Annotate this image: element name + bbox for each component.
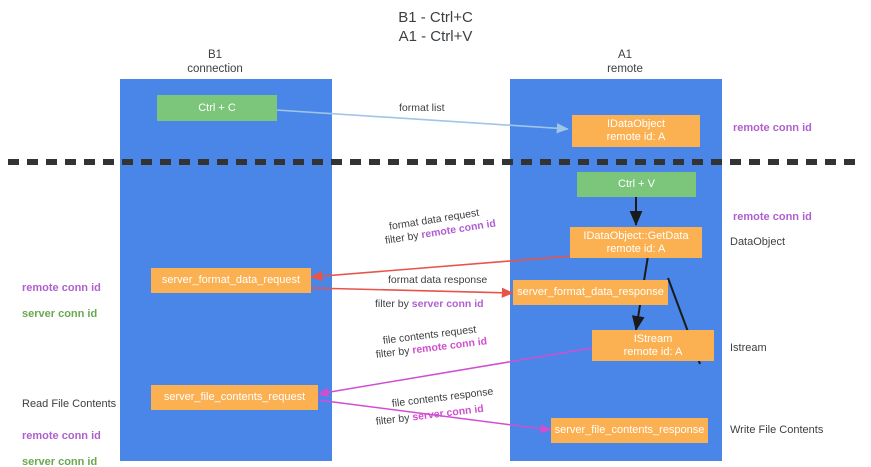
edge-label-format-data-response: format data response bbox=[388, 274, 488, 286]
annotation-left-bottom-remote-conn-id: remote conn id bbox=[22, 430, 101, 442]
filter-prefix: filter by bbox=[375, 411, 414, 428]
annotation-istream: Istream bbox=[730, 342, 767, 354]
node-server-file-contents-response[interactable]: server_file_contents_response bbox=[551, 418, 708, 443]
edge-label-format-data-response-filter: filter by server conn id bbox=[375, 297, 484, 312]
annotation-left-read-file-contents-group: Read File Contents remote conn id server… bbox=[22, 385, 116, 467]
annotation-read-file-contents: Read File Contents bbox=[22, 398, 117, 410]
annotation-remote-conn-id-mid: remote conn id bbox=[733, 211, 812, 223]
node-idataobject-top[interactable]: IDataObject remote id: A bbox=[572, 115, 700, 147]
node-idataobject-getdata[interactable]: IDataObject::GetData remote id: A bbox=[570, 227, 702, 258]
annotation-remote-conn-id-top: remote conn id bbox=[733, 122, 812, 134]
node-server-format-data-response[interactable]: server_format_data_response bbox=[513, 280, 668, 305]
annotation-left-conn-ids: remote conn id server conn id bbox=[22, 269, 101, 334]
node-server-file-contents-request[interactable]: server_file_contents_request bbox=[151, 385, 318, 410]
annotation-left-remote-conn-id: remote conn id bbox=[22, 282, 101, 294]
annotation-left-bottom-server-conn-id: server conn id bbox=[22, 456, 98, 467]
annotation-dataobject: DataObject bbox=[730, 236, 786, 248]
column-header-a1: A1 remote bbox=[607, 49, 643, 75]
edge-label-format-list: format list bbox=[399, 102, 445, 114]
filter-key-server-conn-id: server conn id bbox=[411, 298, 484, 310]
node-server-format-data-request[interactable]: server_format_data_request bbox=[151, 268, 311, 293]
node-istream[interactable]: IStream remote id: A bbox=[592, 330, 714, 361]
filter-prefix: filter by bbox=[375, 344, 414, 361]
diagram-title: B1 - Ctrl+C A1 - Ctrl+V bbox=[398, 9, 473, 45]
filter-prefix: filter by bbox=[375, 298, 412, 310]
node-ctrl-v[interactable]: Ctrl + V bbox=[577, 172, 696, 197]
annotation-left-server-conn-id: server conn id bbox=[22, 308, 98, 320]
annotation-write-file-contents: Write File Contents bbox=[730, 424, 824, 436]
column-header-b1: B1 connection bbox=[187, 49, 243, 75]
node-ctrl-c[interactable]: Ctrl + C bbox=[157, 95, 277, 121]
